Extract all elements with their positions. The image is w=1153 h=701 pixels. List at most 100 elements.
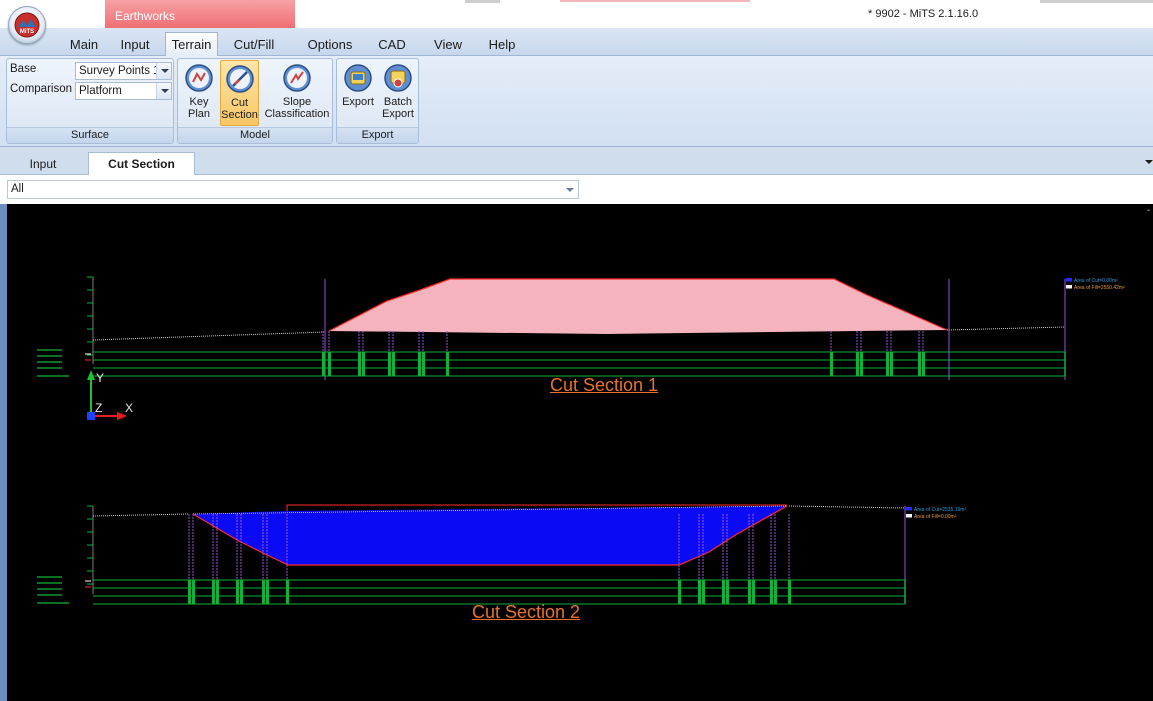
doc-tab-input[interactable]: Input [29,157,57,171]
section-1-station-mark [890,352,893,376]
tab-cad[interactable]: CAD [378,37,406,52]
section-1-station-mark [322,352,325,376]
batch-export-label-1: Batch [383,96,413,108]
base-surface-dropdown[interactable]: Survey Points 1 [75,62,172,80]
slope-classification-label-1: Slope [282,96,312,108]
application-menu-button[interactable]: MiTS [8,6,46,44]
comparison-label: Comparison [10,83,72,95]
tab-list-dropdown-icon[interactable] [1145,159,1153,167]
section-1-station-mark [856,352,859,376]
chevron-down-icon [156,63,171,79]
key-plan-button[interactable]: Key Plan [182,60,216,126]
section-2-station-mark [266,580,269,604]
tab-view[interactable]: View [434,37,462,52]
section-1-station-mark [918,352,921,376]
tab-options[interactable]: Options [307,37,353,52]
export-label-1: Export [342,96,374,108]
section-1-station-mark [860,352,863,376]
section-2-station-mark [726,580,729,604]
cut-section-button[interactable]: Cut Section [220,60,259,126]
tab-help[interactable]: Help [488,37,516,52]
section-1-station-mark [388,352,391,376]
section-1-station-mark [830,352,833,376]
tab-cut-fill[interactable]: Cut/Fill [233,37,275,52]
section-2-station-mark [216,580,219,604]
tab-terrain[interactable]: Terrain [165,32,218,57]
title-bar-marker [465,0,500,3]
comparison-surface-value: Platform [79,85,122,97]
slope-classification-label-2: Classification [264,108,330,120]
document-tab-strip: Input Cut Section [0,147,1153,175]
ribbon-tab-strip: Main Input Terrain Cut/Fill Options CAD … [0,28,1153,57]
section-1-station-mark [358,352,361,376]
slope-classification-button[interactable]: Slope Classification [262,60,332,126]
section-2-station-mark [236,580,239,604]
section-2-station-mark [788,580,791,604]
ucs-z-label: Z [95,401,102,415]
section-2-station-mark [212,580,215,604]
section-filter-row: All [0,175,1153,204]
key-plan-label-2: Plan [187,108,211,120]
ribbon-panel: Base Survey Points 1 Comparison Platform… [0,56,1153,147]
section-1-station-mark [328,352,331,376]
cut-section-1-drawing [37,276,1066,380]
comparison-surface-dropdown[interactable]: Platform [75,82,172,100]
slope-classification-icon [283,64,311,92]
section-1-legend-cut: Area of Cut=0.00m² [1074,278,1118,284]
batch-export-label-2: Export [382,108,414,120]
section-2-cut-area [193,506,787,565]
section-1-station-mark [418,352,421,376]
section-filter-value: All [11,183,24,195]
model-group-title: Model [178,127,332,143]
section-2-station-mark [774,580,777,604]
section-2-station-mark [752,580,755,604]
viewport-corner-marker: - [1147,205,1150,216]
section-2-existing-ground-right [788,505,906,509]
surface-group-title: Surface [7,127,173,143]
section-1-legend-fill: Area of Fill=2550.42m² [1074,285,1125,291]
ucs-axis-icon: Y Z X [87,370,133,420]
section-2-station-mark [698,580,701,604]
cad-viewport[interactable]: Y Z X Area of Cut=0.00m² Area of Fill=25… [7,204,1153,701]
cut-section-1-title: Cut Section 1 [550,375,659,395]
section-filter-dropdown[interactable]: All [7,180,579,199]
chevron-down-icon [156,83,171,99]
base-label: Base [10,63,37,75]
title-bar: Earthworks * 9902 - MiTS 2.1.16.0 [0,0,1153,28]
section-1-legend: Area of Cut=0.00m² Area of Fill=2550.42m… [1066,278,1125,291]
section-1-fill-area [329,279,947,334]
export-icon [344,64,372,92]
chevron-down-icon [566,188,574,192]
ucs-y-label: Y [96,371,104,385]
ucs-x-label: X [125,401,133,415]
export-group: Export Batch Export Export [336,58,419,144]
section-2-existing-ground-left [92,513,190,517]
batch-export-button[interactable]: Batch Export [379,60,417,126]
window-title: * 9902 - MiTS 2.1.16.0 [868,8,979,20]
section-2-station-mark [192,580,195,604]
model-group: Key Plan Cut Section Slope Classificatio… [177,58,333,144]
tab-main[interactable]: Main [69,37,99,52]
export-button[interactable]: Export [340,60,376,126]
surface-group: Base Survey Points 1 Comparison Platform… [6,58,174,144]
contextual-tab-earthworks[interactable]: Earthworks [105,0,295,28]
title-bar-marker [1040,0,1153,3]
section-2-station-mark [702,580,705,604]
tab-input[interactable]: Input [120,37,150,52]
export-group-title: Export [337,127,418,143]
key-plan-icon [185,64,213,92]
cad-drawing[interactable]: Y Z X Area of Cut=0.00m² Area of Fill=25… [7,204,1153,701]
doc-tab-cut-section[interactable]: Cut Section [88,152,195,175]
cut-section-2-drawing [37,504,906,605]
mits-logo-icon: MiTS [14,12,40,38]
cut-section-label-2: Section [221,109,258,121]
section-1-existing-ground-right [946,326,1066,331]
section-1-design-surface [328,278,948,332]
logo-text: MiTS [20,29,34,35]
section-1-station-mark [886,352,889,376]
section-2-station-mark [722,580,725,604]
section-2-station-mark [748,580,751,604]
section-1-existing-ground-left [92,331,326,341]
section-2-legend: Area of Cut=2535.16m² Area of Fill=0.00m… [906,507,966,520]
section-1-station-mark [446,352,449,376]
